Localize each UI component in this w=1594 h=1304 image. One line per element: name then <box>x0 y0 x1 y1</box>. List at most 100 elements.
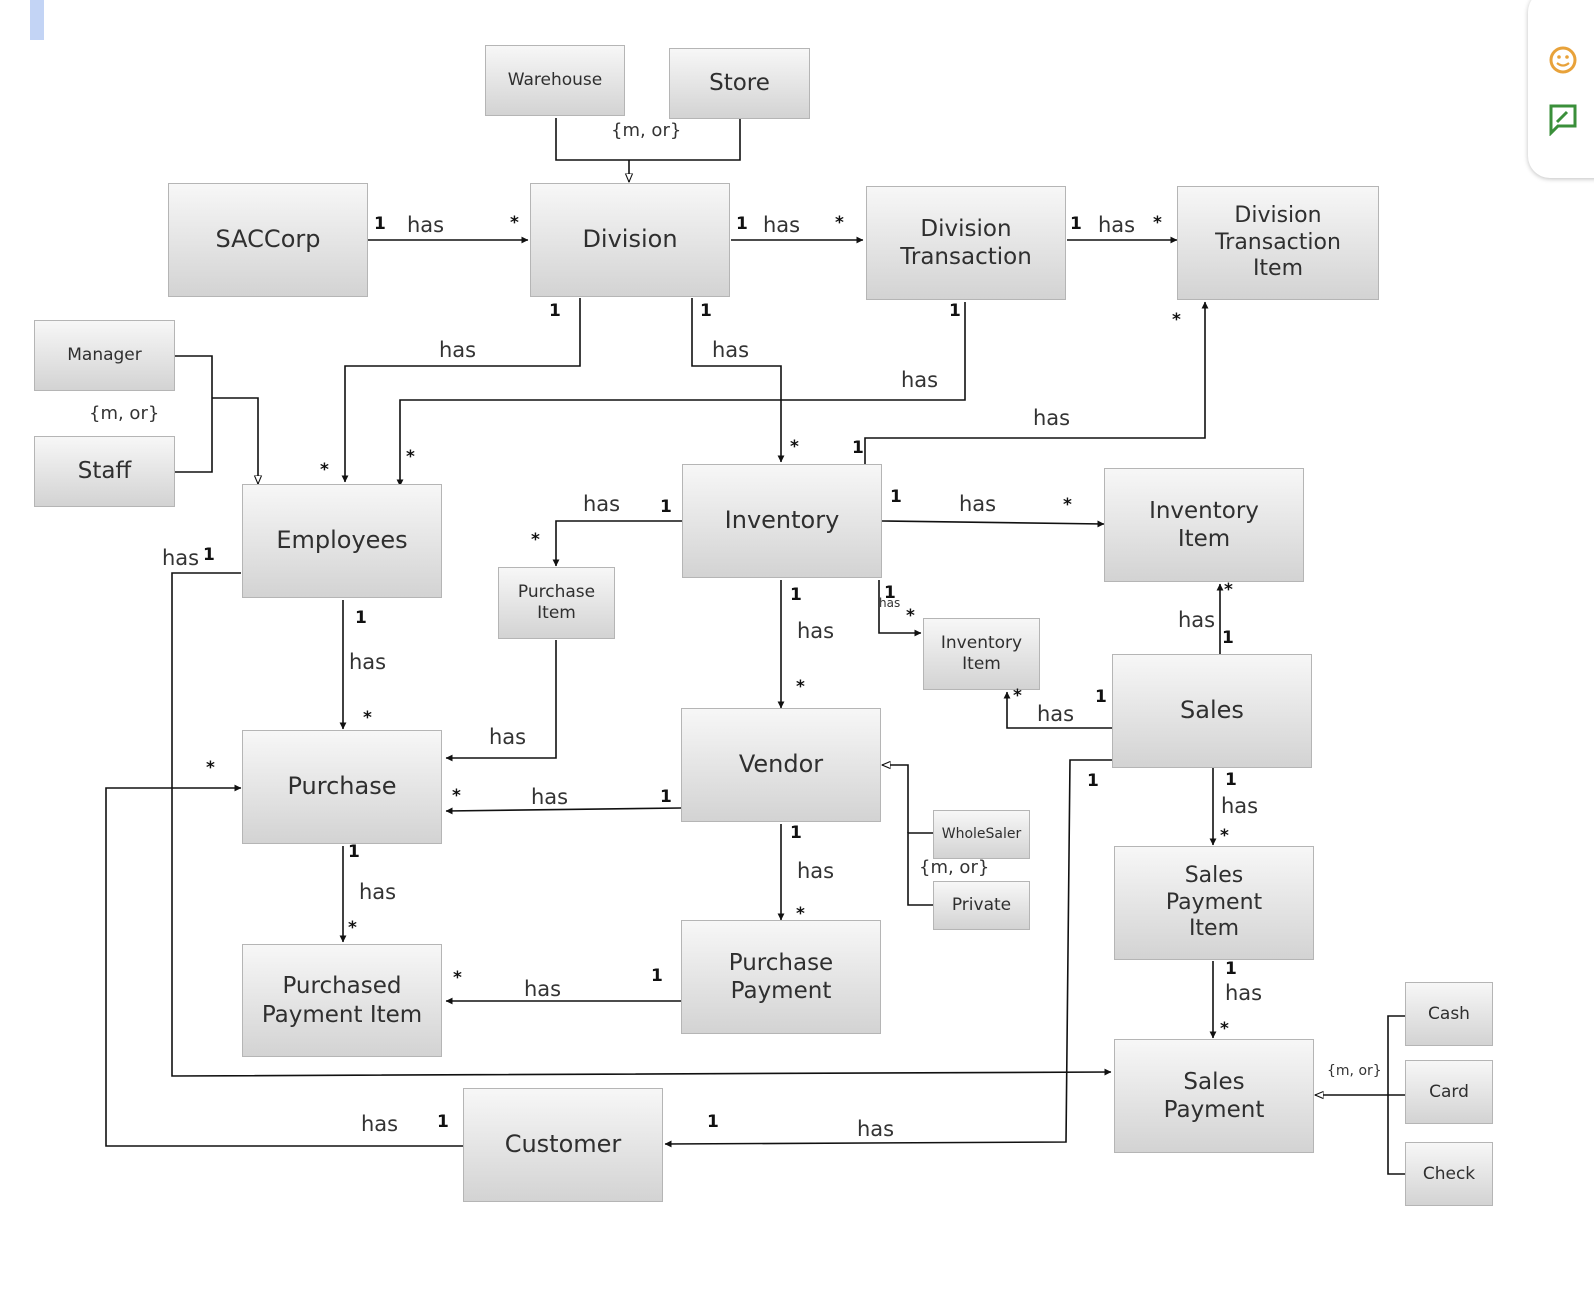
constraint-label-payment-types: {m, or} <box>1327 1063 1382 1079</box>
multiplicity-one: 1 <box>437 1112 449 1132</box>
entity-division-transaction[interactable]: Division Transaction <box>866 186 1066 300</box>
multiplicity-many: * <box>1172 310 1181 330</box>
constraint-label-manager-staff: {m, or} <box>89 403 160 424</box>
relation-label-division-transaction: has <box>763 213 801 237</box>
entity-inventory[interactable]: Inventory <box>682 464 882 578</box>
multiplicity-one: 1 <box>1225 770 1237 790</box>
entity-inventory-item[interactable]: Inventory Item <box>1104 468 1304 582</box>
relation-label-employees-sales-payment: has <box>162 546 200 570</box>
multiplicity-one: 1 <box>1070 214 1082 234</box>
multiplicity-many: * <box>320 460 329 480</box>
entity-purchase[interactable]: Purchase <box>242 730 442 844</box>
multiplicity-many: * <box>1220 826 1229 846</box>
multiplicity-many: * <box>363 708 372 728</box>
connector-transaction-employees <box>396 302 966 487</box>
relation-label-vendor-purchase-payment: has <box>797 859 835 883</box>
generalization-arrow-employees <box>212 397 258 484</box>
multiplicity-one: 1 <box>348 842 360 862</box>
entity-vendor[interactable]: Vendor <box>681 708 881 822</box>
multiplicity-many: * <box>790 437 799 457</box>
relation-label-sales-small-item: has <box>1037 702 1075 726</box>
relation-label-sales-customer: has <box>857 1117 895 1141</box>
constraint-label-warehouse-store: {m, or} <box>611 120 682 141</box>
multiplicity-one: 1 <box>660 787 672 807</box>
multiplicity-one: 1 <box>1087 771 1099 791</box>
multiplicity-many: * <box>1013 686 1022 706</box>
connector-division-employees <box>341 298 581 483</box>
relation-label-payment-item-sales-payment: has <box>1225 981 1263 1005</box>
relation-label-vendor-purchase: has <box>531 785 569 809</box>
generalization-arrow-vendor <box>882 765 909 833</box>
connector-employees-sales-payment <box>171 572 1112 1077</box>
entity-private[interactable]: Private <box>933 881 1030 930</box>
relation-label-inventory-vendor: has <box>797 619 835 643</box>
connector-inventory-purchase-item <box>552 520 682 567</box>
multiplicity-one: 1 <box>790 823 802 843</box>
multiplicity-many: * <box>796 904 805 924</box>
connector-sales-customer <box>664 759 1113 1148</box>
multiplicity-one: 1 <box>660 497 672 517</box>
constraint-label-vendor-types: {m, or} <box>919 857 990 878</box>
entity-saccorp[interactable]: SACCorp <box>168 183 368 297</box>
connector-inventory-inventory-item <box>881 520 1105 528</box>
entity-wholesaler[interactable]: WholeSaler <box>933 810 1030 859</box>
connector-purchase-item-purchase <box>445 640 557 762</box>
multiplicity-one: 1 <box>700 301 712 321</box>
multiplicity-many: * <box>1224 580 1233 600</box>
connector-inventory-transaction-item <box>864 301 1209 464</box>
connector-vendor-purchase <box>445 807 682 815</box>
multiplicity-many: * <box>453 968 462 988</box>
multiplicity-one: 1 <box>884 583 896 603</box>
connector-inventory-small-item <box>878 580 922 637</box>
multiplicity-one: 1 <box>1222 628 1234 648</box>
multiplicity-one: 1 <box>790 585 802 605</box>
entity-manager[interactable]: Manager <box>34 320 175 391</box>
relation-label-saccorp-division: has <box>407 213 445 237</box>
multiplicity-many: * <box>1153 213 1162 233</box>
entity-card[interactable]: Card <box>1405 1060 1493 1124</box>
connector-division-inventory <box>691 298 785 463</box>
multiplicity-many: * <box>1220 1019 1229 1039</box>
multiplicity-many: * <box>796 677 805 697</box>
entity-inventory-item-small[interactable]: Inventory Item <box>923 618 1040 690</box>
multiplicity-many: * <box>452 786 461 806</box>
multiplicity-many: * <box>510 213 519 233</box>
entity-sales-payment-item[interactable]: Sales Payment Item <box>1114 846 1314 960</box>
multiplicity-one: 1 <box>1225 959 1237 979</box>
entity-purchase-payment[interactable]: Purchase Payment <box>681 920 881 1034</box>
generalization-line-manager <box>174 355 213 473</box>
multiplicity-many: * <box>1063 495 1072 515</box>
entity-check[interactable]: Check <box>1405 1142 1493 1206</box>
multiplicity-one: 1 <box>949 301 961 321</box>
entity-sales[interactable]: Sales <box>1112 654 1312 768</box>
multiplicity-one: 1 <box>374 214 386 234</box>
entity-warehouse[interactable]: Warehouse <box>485 45 625 116</box>
entity-purchase-item[interactable]: Purchase Item <box>498 567 615 639</box>
entity-division-transaction-item[interactable]: Division Transaction Item <box>1177 186 1379 300</box>
entity-customer[interactable]: Customer <box>463 1088 663 1202</box>
multiplicity-many: * <box>348 918 357 938</box>
connector-sales-small-item <box>1003 691 1112 729</box>
entity-sales-payment[interactable]: Sales Payment <box>1114 1039 1314 1153</box>
relation-label-inventory-transaction-item: has <box>1033 406 1071 430</box>
smiley-icon[interactable] <box>1548 45 1578 75</box>
multiplicity-many: * <box>206 758 215 778</box>
multiplicity-one: 1 <box>651 966 663 986</box>
multiplicity-one: 1 <box>736 214 748 234</box>
relation-label-purchase-item-purchase: has <box>489 725 527 749</box>
relation-label-sales-inventory-item: has <box>1178 608 1216 632</box>
entity-staff[interactable]: Staff <box>34 436 175 507</box>
entity-purchased-payment-item[interactable]: Purchased Payment Item <box>242 944 442 1057</box>
entity-cash[interactable]: Cash <box>1405 982 1493 1046</box>
entity-store[interactable]: Store <box>669 48 810 119</box>
relation-label-transaction-item: has <box>1098 213 1136 237</box>
relation-label-inventory-purchase-item: has <box>583 492 621 516</box>
entity-division[interactable]: Division <box>530 183 730 297</box>
relation-label-division-inventory: has <box>712 338 750 362</box>
connector-customer-purchase <box>105 784 463 1147</box>
multiplicity-one: 1 <box>890 487 902 507</box>
relation-label-employees-purchase: has <box>349 650 387 674</box>
entity-employees[interactable]: Employees <box>242 484 442 598</box>
edit-comment-icon[interactable] <box>1548 102 1578 137</box>
multiplicity-many: * <box>531 530 540 550</box>
